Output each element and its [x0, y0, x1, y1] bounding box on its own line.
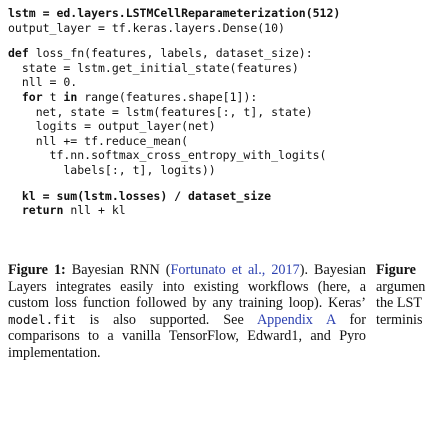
adjacent-caption-line: terminis — [376, 311, 423, 328]
citation-link[interactable]: Fortunato et al., 2017 — [170, 262, 300, 278]
adjacent-caption-fragment: Figure argumen the LST terminis — [376, 262, 437, 328]
code-line: nll += tf.reduce_mean( — [8, 133, 189, 148]
code-line: lstm = ed.layers.LSTMCellReparameterizat… — [8, 6, 341, 20]
figure-label: Figure 1: — [8, 262, 66, 278]
code-line: labels[:, t], logits)) — [8, 162, 216, 177]
code-line: logits = output_layer(net) — [8, 119, 216, 134]
adjacent-caption-line: the LST — [376, 295, 423, 312]
code-line: output_layer = tf.keras.layers.Dense(10) — [8, 20, 285, 35]
adjacent-caption-line: argumen — [376, 278, 426, 295]
code-line: for t in range(features.shape[1]): — [21, 89, 258, 104]
code-line: state = lstm.get_initial_state(features) — [8, 60, 299, 75]
inline-code: model.fit — [8, 311, 76, 327]
code-line: return nll + kl — [21, 203, 126, 218]
code-line: tf.nn.softmax_cross_entropy_with_logits( — [8, 148, 327, 163]
code-line: def loss_fn(features, labels, dataset_si… — [8, 46, 313, 61]
appendix-link[interactable]: Appendix A — [256, 311, 336, 328]
code-line: nll = 0. — [8, 75, 78, 90]
code-listing: lstm = ed.layers.LSTMCellReparameterizat… — [8, 6, 340, 218]
adjacent-figure-label: Figure — [376, 262, 416, 278]
figure-caption: Figure 1: Bayesian RNN (Fortunato et al.… — [8, 262, 367, 361]
code-line: kl = sum(lstm.losses) / dataset_size — [8, 188, 272, 203]
code-line: net, state = lstm(features[:, t], state) — [8, 104, 313, 119]
